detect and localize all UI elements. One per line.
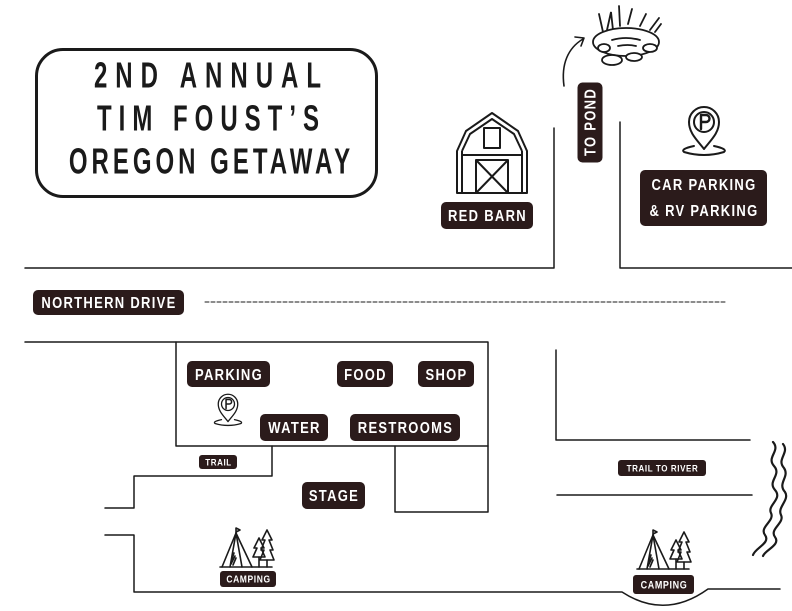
camping-road [104, 534, 781, 606]
pond-ripples [611, 37, 641, 47]
arrow-head [574, 36, 585, 47]
camping-west-text: CAMPING [226, 573, 271, 585]
barn-roof-trim [461, 118, 523, 152]
road-edge-north-left [24, 127, 555, 269]
trail-path [104, 445, 273, 509]
parking-pin-icon [681, 105, 727, 157]
pond-stone [601, 54, 623, 66]
shop-label: SHOP [418, 361, 474, 387]
to-pond-text: TO POND [580, 87, 599, 156]
barn-icon [456, 112, 528, 194]
trail-to-river-edge-north [555, 349, 751, 441]
road-edge-north-right [619, 121, 792, 269]
title-panel: 2ND ANNUAL TIM FOUST’S OREGON GETAWAY [35, 48, 378, 198]
camping-east-label: CAMPING [633, 575, 694, 594]
title-line-1: 2ND ANNUAL [93, 56, 330, 97]
barn-outline [456, 112, 528, 194]
shop-text: SHOP [425, 365, 468, 383]
pond-reeds [598, 5, 662, 33]
stage-label: STAGE [302, 482, 365, 509]
barn-walls [461, 151, 523, 193]
camping-east-text: CAMPING [640, 578, 688, 591]
pond-stone [597, 43, 611, 53]
arrow-shaft [562, 38, 584, 87]
food-text: FOOD [344, 365, 387, 383]
food-label: FOOD [337, 361, 393, 387]
stage-text: STAGE [308, 486, 360, 505]
parking-pin-icon [213, 393, 243, 427]
tent-and-trees-icon [219, 527, 275, 568]
camping-west-label: CAMPING [220, 571, 276, 587]
pond-stone [642, 43, 658, 53]
trail-to-river-text: TRAIL TO RIVER [626, 462, 699, 474]
water-text: WATER [268, 418, 321, 437]
northern-drive-text: NORTHERN DRIVE [41, 293, 177, 312]
parking-label: PARKING [187, 361, 270, 387]
car-rv-parking-label: CAR PARKING & RV PARKING [640, 170, 767, 226]
rv-parking-text: & RV PARKING [649, 201, 759, 220]
barn-loft-window [483, 127, 501, 149]
pond-stone [625, 52, 643, 62]
stage-area-outline [394, 445, 489, 513]
restrooms-label: RESTROOMS [350, 414, 460, 441]
trail-label: TRAIL [199, 455, 237, 469]
title-line-2: TIM FOUST’S [97, 99, 326, 140]
pond-icon [592, 5, 662, 66]
to-pond-label: TO POND [577, 82, 602, 162]
red-barn-label: RED BARN [441, 202, 533, 229]
restrooms-text: RESTROOMS [357, 418, 454, 437]
barn-door-cross [475, 159, 509, 194]
trail-to-river-label: TRAIL TO RIVER [618, 460, 706, 476]
northern-drive-label: NORTHERN DRIVE [33, 290, 184, 315]
parking-text: PARKING [194, 365, 264, 383]
tent-and-trees-icon [636, 529, 692, 570]
car-parking-text: CAR PARKING [651, 175, 757, 194]
barn-door [475, 159, 509, 194]
river-wave [751, 440, 779, 557]
red-barn-text: RED BARN [447, 206, 527, 225]
arrow-icon [562, 36, 585, 87]
river-wave [761, 442, 788, 558]
river-icon [751, 440, 788, 558]
water-label: WATER [260, 414, 328, 441]
title-line-3: OREGON GETAWAY [68, 142, 355, 183]
trail-text: TRAIL [205, 456, 232, 468]
